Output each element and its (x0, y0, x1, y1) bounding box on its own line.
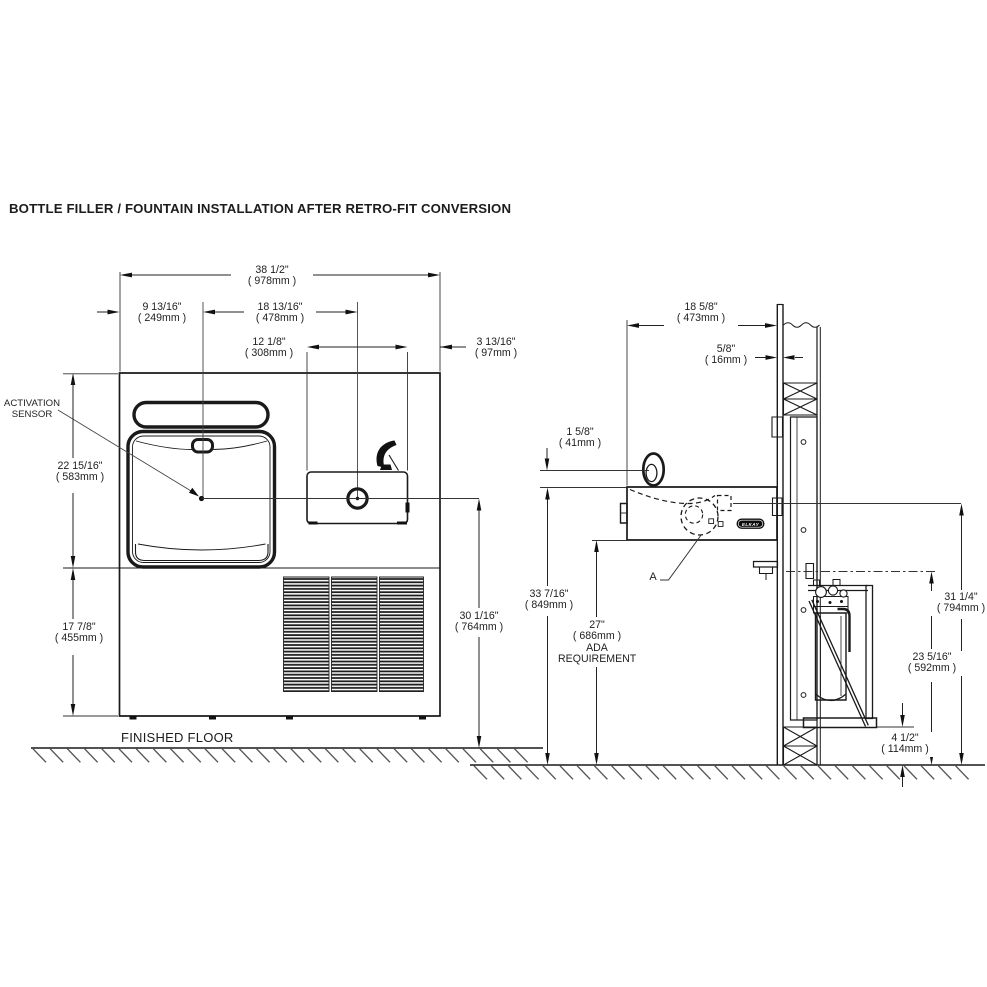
ventilation-grille (284, 577, 424, 692)
trap-detail-label: A (646, 571, 660, 583)
dim-fountain-width: 12 1/8"( 308mm ) (234, 336, 304, 361)
filler-spout (193, 440, 213, 453)
dim-shelf-to-floor: 4 1/2"( 114mm ) (874, 732, 936, 757)
dim-bubbler-height: 30 1/16"( 764mm ) (447, 610, 511, 635)
finished-floor-left (31, 748, 543, 762)
compressor-icon (816, 587, 827, 598)
dim-sensor-offset: 9 13/16"( 249mm ) (126, 301, 198, 326)
dim-hanger-height: 23 5/16"( 592mm ) (898, 651, 966, 676)
side-view-drawing: ELKAY (621, 304, 877, 765)
side-view-dimensions (540, 320, 964, 787)
dim-rim-height: 33 7/16"( 849mm ) (517, 588, 581, 613)
basin-tray-arc (138, 544, 266, 550)
floor-hatch-left (33, 749, 528, 763)
basin-hidden-profile (630, 490, 715, 504)
trap-hidden-outline (681, 498, 718, 535)
shelf-back-panel (866, 586, 873, 719)
sensor-leader-line (58, 410, 196, 494)
finished-floor-label: FINISHED FLOOR (121, 730, 234, 745)
trap-leader-line (657, 535, 702, 581)
brand-text: ELKAY (742, 522, 760, 527)
page-title: BOTTLE FILLER / FOUNTAIN INSTALLATION AF… (9, 201, 512, 216)
bottle-filler-slot (134, 403, 268, 428)
brand-badge: ELKAY (736, 518, 765, 529)
basin-panel-outer (128, 432, 275, 568)
floor-hatch-right (474, 766, 969, 780)
basin-tray (136, 544, 269, 561)
basin-top-curve (136, 441, 267, 450)
fountain-side-button (405, 502, 410, 513)
shelf-brace (809, 601, 866, 727)
dim-upper-height: 22 15/16"( 583mm ) (44, 460, 116, 485)
cabinet-outline (120, 373, 441, 716)
dim-spout-above-top: 1 5/8"( 41mm ) (551, 426, 609, 451)
dim-wall-thickness: 5/8"( 16mm ) (697, 343, 755, 368)
chiller-pipe (838, 609, 850, 652)
fountain-box (307, 472, 408, 524)
wall-structure (772, 304, 820, 765)
fountain-bubbler-icon (376, 440, 397, 468)
basin-panel-inner (133, 436, 271, 563)
dim-edge-offset: 3 13/16"( 97mm ) (466, 336, 526, 361)
dim-lower-height: 17 7/8"( 455mm ) (43, 621, 115, 646)
unit-side-profile (627, 487, 777, 540)
remote-chiller-assembly (804, 580, 877, 728)
dim-overall-width: 38 1/2"( 978mm ) (231, 264, 313, 289)
shelf-bottom (804, 718, 877, 728)
finished-floor-right (470, 765, 985, 779)
dim-sensor-to-bubbler: 18 13/16"( 478mm ) (244, 301, 316, 326)
wall-break-line (784, 323, 820, 328)
dim-spout-height: 31 1/4"( 794mm ) (927, 591, 987, 616)
bubbler-side-icon (643, 454, 663, 486)
front-view-dimensions (63, 272, 482, 748)
front-view-drawing (58, 302, 440, 720)
dim-unit-depth: 18 5/8"( 473mm ) (664, 301, 738, 326)
